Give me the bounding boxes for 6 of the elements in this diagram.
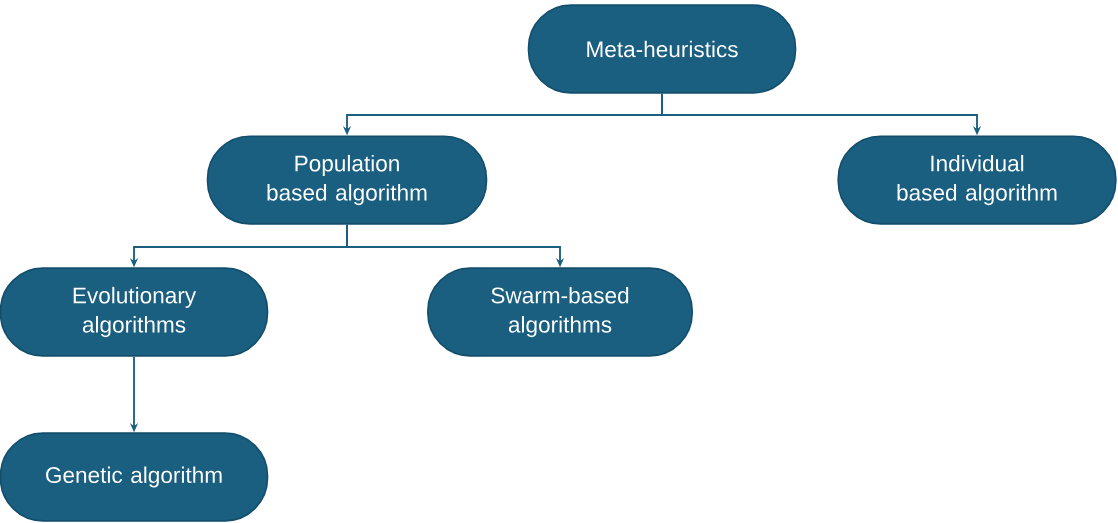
rounded-box: Genetic algorithm xyxy=(0,432,269,522)
rounded-box: Meta-heuristics xyxy=(527,4,797,94)
rounded-box: Swarm-based algorithms xyxy=(427,267,693,357)
rounded-box: Population based algorithm xyxy=(206,135,488,225)
rounded-box: Individual based algorithm xyxy=(837,135,1117,225)
rounded-box: Evolutionary algorithms xyxy=(0,267,269,357)
